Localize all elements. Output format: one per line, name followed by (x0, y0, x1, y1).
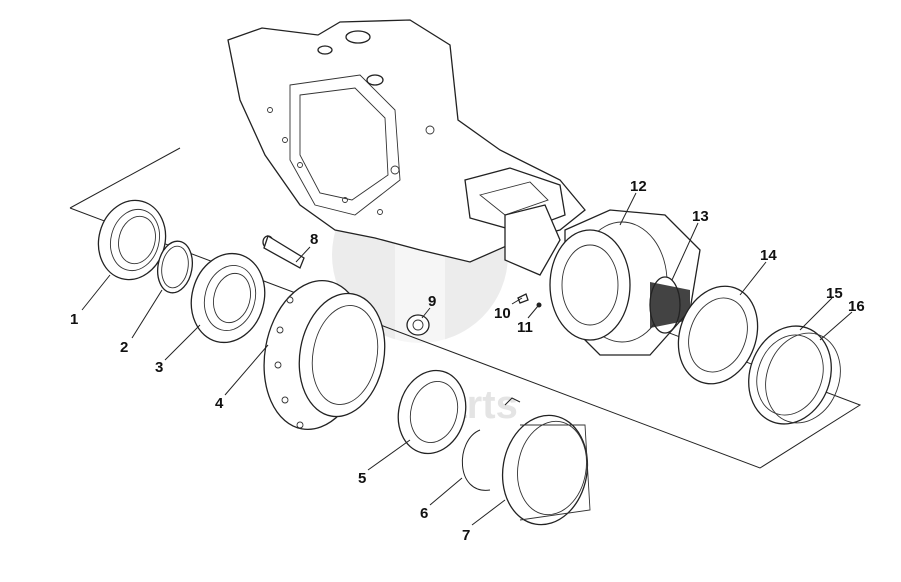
callout-16: 16 (848, 298, 865, 315)
callout-15: 15 (826, 285, 843, 302)
part-5-bearing (397, 369, 467, 455)
axle-housing (227, 19, 586, 276)
part-6-circlip (461, 397, 521, 491)
callout-12: 12 (630, 178, 647, 195)
callout-7: 7 (462, 527, 470, 544)
callout-6: 6 (420, 505, 428, 522)
part-12-flange (549, 209, 701, 356)
callout-8: 8 (310, 231, 318, 248)
part-1-seal (97, 199, 167, 281)
callout-numbers: 1 2 3 4 5 6 7 8 9 10 11 12 13 14 15 16 (70, 178, 865, 544)
callout-13: 13 (692, 208, 709, 225)
part-7-ring-gear (501, 414, 591, 526)
part-15-16-rings (748, 325, 841, 425)
part-2-snap-ring (157, 240, 193, 294)
part-14-disc (677, 285, 759, 385)
callout-4: 4 (215, 395, 224, 412)
leader-lines (81, 192, 853, 526)
callout-11: 11 (517, 319, 533, 336)
callout-1: 1 (70, 311, 78, 328)
callout-5: 5 (358, 470, 366, 487)
callout-2: 2 (120, 339, 128, 356)
part-9-nut (406, 314, 430, 336)
callout-9: 9 (428, 293, 436, 310)
callout-3: 3 (155, 359, 163, 376)
part-10-11-pins (517, 293, 542, 308)
part-3-bearing (190, 252, 266, 344)
part-4-hub (263, 279, 386, 431)
callout-10: 10 (494, 305, 511, 322)
callout-14: 14 (760, 247, 777, 264)
part-8-bolt (262, 235, 305, 269)
